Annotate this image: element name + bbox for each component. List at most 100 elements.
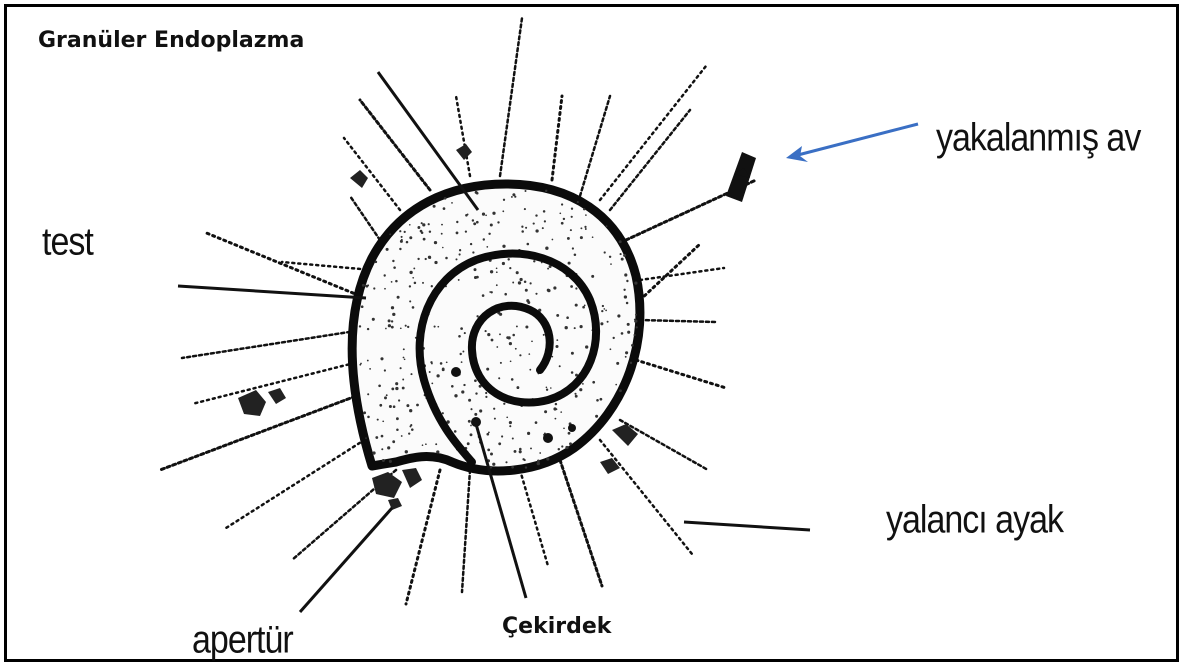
- stipple-dot: [579, 388, 582, 391]
- stipple-dot: [634, 319, 637, 322]
- stipple-dot: [485, 392, 487, 394]
- stipple-dot: [591, 275, 594, 278]
- stipple-dot: [365, 284, 367, 286]
- stipple-dot: [571, 371, 574, 374]
- stipple-dot: [535, 214, 537, 216]
- stipple-dot: [626, 302, 629, 305]
- stipple-dot: [595, 415, 598, 418]
- stipple-dot: [436, 374, 439, 377]
- stipple-dot: [577, 201, 579, 203]
- stipple-dot: [556, 314, 559, 317]
- stipple-dot: [499, 333, 501, 335]
- stipple-dot: [443, 207, 446, 210]
- stipple-dot: [458, 335, 461, 338]
- stipple-dot: [522, 458, 524, 460]
- stipple-dot: [504, 293, 507, 296]
- stipple-dot: [585, 228, 587, 230]
- stipple-dot: [507, 336, 510, 339]
- stipple-dot: [396, 429, 399, 432]
- stipple-dot: [409, 236, 412, 239]
- stipple-dot: [533, 223, 535, 225]
- stipple-dot: [400, 240, 403, 243]
- stipple-dot: [500, 362, 502, 364]
- stipple-dot: [526, 299, 529, 302]
- stipple-dot: [547, 289, 550, 292]
- stipple-dot: [385, 328, 387, 330]
- stipple-dot: [494, 418, 496, 420]
- stipple-dot: [375, 261, 378, 264]
- stipple-dot: [631, 344, 634, 347]
- stipple-dot: [393, 266, 396, 269]
- stipple-dot: [367, 328, 369, 330]
- stipple-dot: [422, 282, 424, 284]
- stipple-dot: [401, 435, 403, 437]
- stipple-dot: [605, 310, 607, 312]
- stipple-dot: [425, 258, 427, 260]
- stipple-dot: [492, 463, 495, 466]
- stipple-dot: [487, 449, 490, 452]
- stipple-dot: [386, 394, 388, 396]
- stipple-dot: [429, 371, 431, 373]
- stipple-dot: [624, 273, 627, 276]
- stipple-dot: [529, 369, 531, 371]
- pseudopod-ray: [610, 110, 690, 210]
- stipple-dot: [544, 220, 546, 222]
- stipple-dot: [423, 238, 426, 241]
- stipple-dot: [525, 325, 528, 328]
- stipple-dot: [400, 327, 402, 329]
- stipple-dot: [636, 326, 638, 328]
- stipple-dot: [601, 310, 603, 312]
- stipple-dot: [633, 334, 635, 336]
- stipple-dot: [442, 367, 445, 370]
- stipple-dot: [408, 432, 410, 434]
- stipple-dot: [550, 387, 552, 389]
- stipple-dot: [574, 253, 577, 256]
- stipple-dot: [461, 361, 463, 363]
- stipple-dot: [413, 267, 415, 269]
- stipple-dot: [610, 263, 612, 265]
- stipple-dot: [496, 267, 498, 269]
- stipple-dot: [524, 281, 527, 284]
- stipple-dot: [580, 325, 583, 328]
- stipple-dot: [583, 208, 585, 210]
- stipple-dot: [516, 325, 518, 327]
- stipple-dot: [602, 305, 604, 307]
- stipple-dot: [476, 221, 479, 224]
- stipple-dot: [490, 453, 493, 456]
- stipple-dot: [621, 332, 624, 335]
- stipple-dot: [571, 208, 573, 210]
- stipple-dot: [475, 392, 477, 394]
- stipple-dot: [524, 208, 526, 210]
- stipple-dot: [496, 284, 498, 286]
- stipple-dot: [490, 270, 493, 273]
- stipple-dot: [603, 308, 605, 310]
- stipple-dot: [623, 289, 625, 291]
- stipple-dot: [412, 277, 414, 279]
- pseudopod-ray: [456, 96, 470, 176]
- stipple-dot: [514, 450, 517, 453]
- stipple-dot: [403, 357, 405, 359]
- stipple-dot: [535, 293, 537, 295]
- stipple-dot: [391, 326, 394, 329]
- stipple-dot: [502, 210, 504, 212]
- stipple-dot: [620, 253, 622, 255]
- stipple-dot: [463, 384, 465, 386]
- stipple-dot: [460, 327, 463, 330]
- stipple-dot: [404, 358, 406, 360]
- pseudopod-ray: [552, 96, 562, 180]
- stipple-dot: [401, 236, 403, 238]
- stipple-dot: [558, 448, 560, 450]
- stipple-dot: [499, 313, 502, 316]
- stipple-dot: [563, 427, 565, 429]
- stipple-dot: [512, 282, 514, 284]
- stipple-dot: [367, 360, 369, 362]
- stipple-dot: [623, 254, 626, 257]
- stipple-dot: [546, 389, 548, 391]
- stipple-dot: [584, 226, 586, 228]
- pseudopod-ray: [500, 18, 522, 176]
- stipple-dot: [572, 247, 574, 249]
- stipple-dot: [384, 369, 386, 371]
- stipple-dot: [434, 326, 436, 328]
- stipple-dot: [429, 257, 431, 259]
- stipple-dot: [487, 333, 490, 336]
